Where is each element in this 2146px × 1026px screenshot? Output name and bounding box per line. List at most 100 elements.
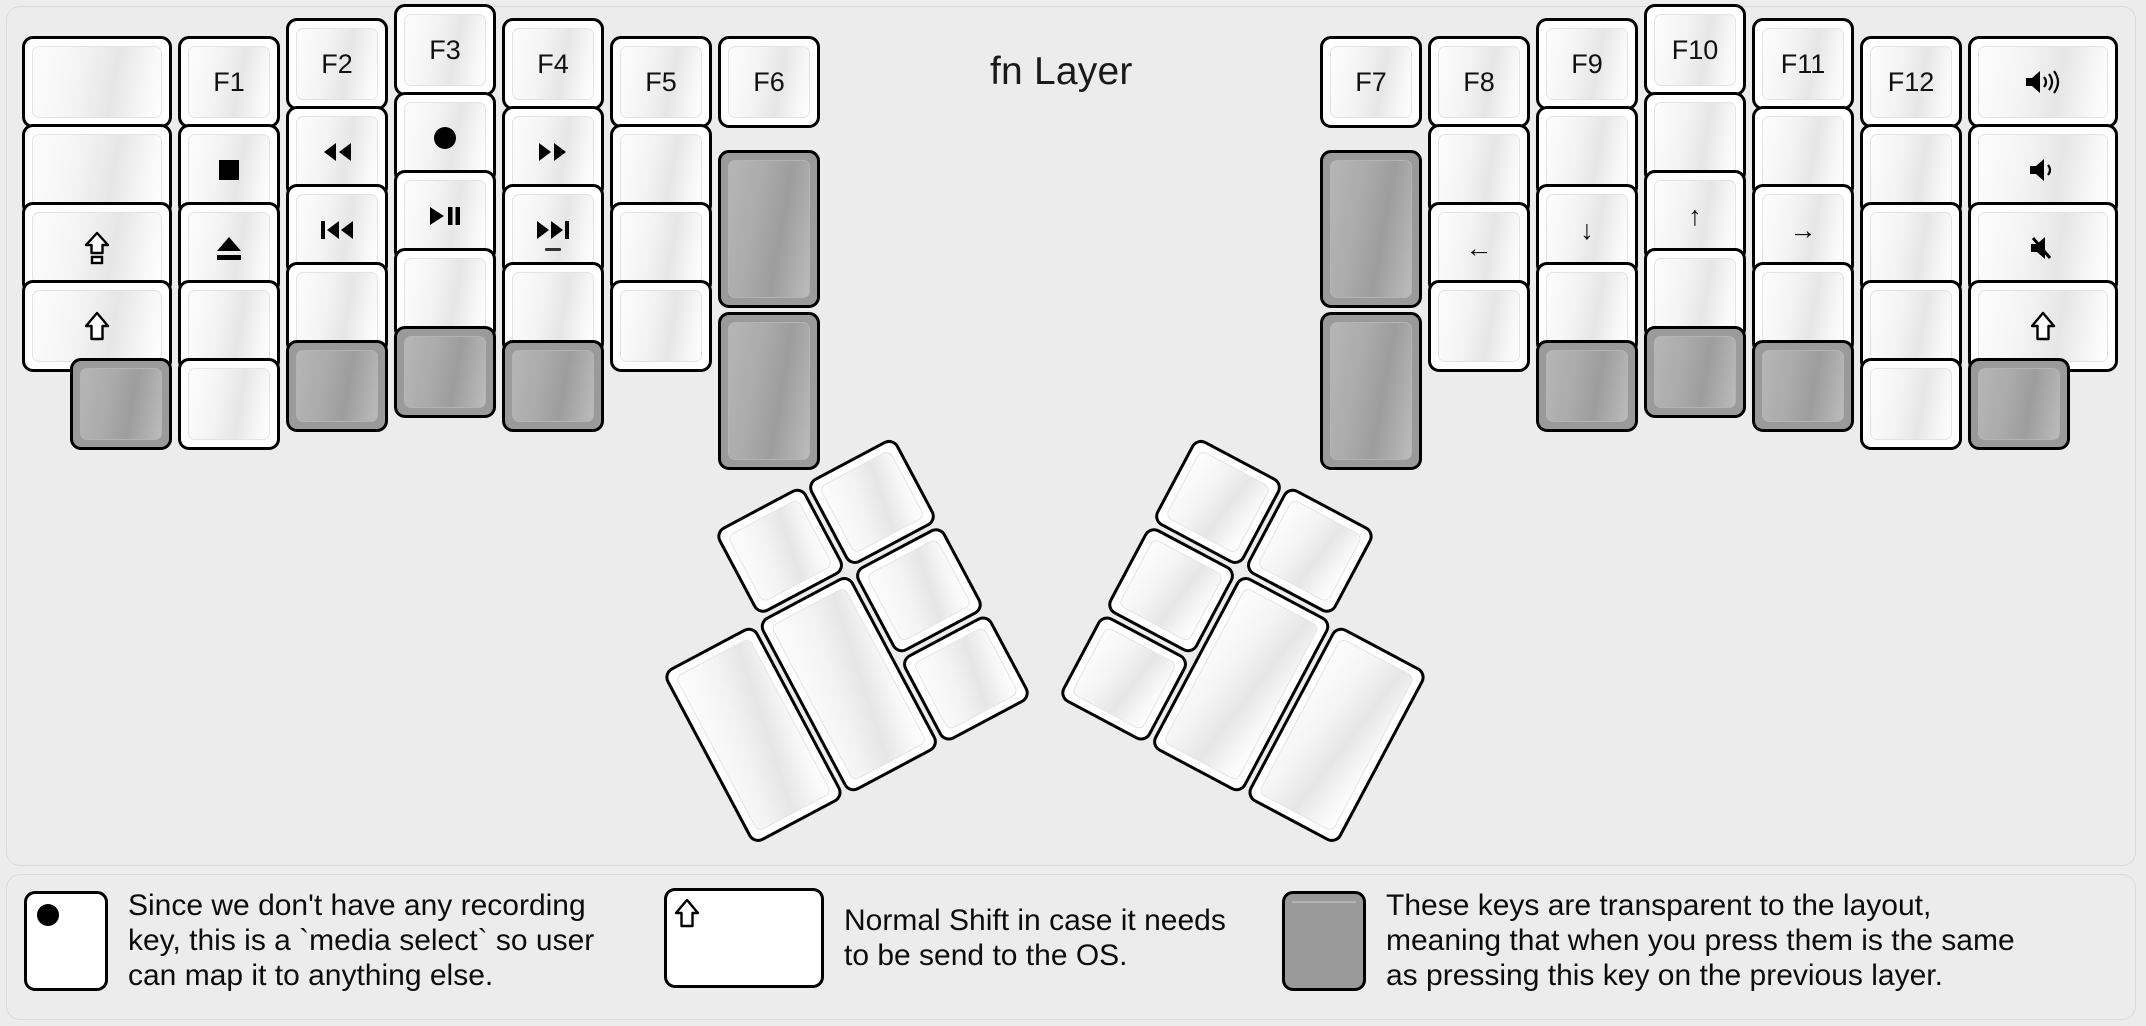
- keycap-face: [296, 350, 378, 422]
- legend-item-shift: Normal Shift in case it needs to be send…: [664, 888, 1226, 988]
- key-right-c4-r1[interactable]: [1752, 106, 1854, 198]
- key-right-c6-r0-volume-up[interactable]: [1968, 36, 2118, 128]
- keycap-face: [32, 134, 162, 206]
- key-right-c2-r3[interactable]: [1536, 262, 1638, 354]
- key-right-c3-r0-f10[interactable]: F10: [1644, 4, 1746, 96]
- key-left-c6-r1-transparent[interactable]: [718, 150, 820, 308]
- key-right-c0-r2-transparent[interactable]: [1320, 312, 1422, 470]
- keycap-face: [1870, 368, 1952, 440]
- keycap-face: [1438, 290, 1520, 362]
- keycap-face: [1978, 46, 2108, 118]
- legend-key-shift[interactable]: [664, 888, 824, 988]
- keycap-face: [512, 116, 594, 188]
- legend-item-transparent: These keys are transparent to the layout…: [1282, 888, 2015, 993]
- key-right-c6-r2-volume-mute[interactable]: [1968, 202, 2118, 294]
- media-record-icon: [37, 903, 59, 926]
- keycap-face: [512, 272, 594, 344]
- key-left-c5-r2[interactable]: [610, 202, 712, 294]
- legend-text-shift: Normal Shift in case it needs to be send…: [844, 903, 1226, 972]
- key-right-c1-r2-arrow-left[interactable]: ←: [1428, 202, 1530, 294]
- legend-key-record[interactable]: [24, 890, 108, 991]
- keycap-face: [32, 212, 162, 284]
- key-left-c3-r0-f3[interactable]: F3: [394, 4, 496, 96]
- keycap-face: [674, 898, 814, 928]
- keycap-face: [1330, 322, 1412, 460]
- key-right-c2-r0-f9[interactable]: F9: [1536, 18, 1638, 110]
- keycap-face: [620, 290, 702, 362]
- key-right-c4-r4-transparent[interactable]: [1752, 340, 1854, 432]
- key-right-c4-r3[interactable]: [1752, 262, 1854, 354]
- key-right-c1-r1[interactable]: [1428, 124, 1530, 216]
- arrow-right-icon: →: [1762, 194, 1844, 266]
- key-right-c3-r3[interactable]: [1644, 248, 1746, 340]
- key-left-c2-r4-transparent[interactable]: [286, 340, 388, 432]
- keycap-label: F9: [1546, 28, 1628, 100]
- keycap-face: [1762, 350, 1844, 422]
- key-left-c0-r4-transparent[interactable]: [70, 358, 172, 450]
- key-left-c3-r1-record[interactable]: [394, 92, 496, 184]
- volume-up-icon: [2026, 70, 2060, 94]
- key-right-c5-r2[interactable]: [1860, 202, 1962, 294]
- key-right-c4-r0-f11[interactable]: F11: [1752, 18, 1854, 110]
- keycap-face: [404, 258, 486, 330]
- key-left-c1-r1-stop[interactable]: [178, 124, 280, 216]
- key-left-c2-r2-prev-track[interactable]: [286, 184, 388, 276]
- key-left-c0-r0[interactable]: [22, 36, 172, 128]
- key-right-c2-r4-transparent[interactable]: [1536, 340, 1638, 432]
- page-title: fn Layer: [990, 50, 1133, 93]
- key-left-c6-r0-f6[interactable]: F6: [718, 36, 820, 128]
- key-right-c1-r0-f8[interactable]: F8: [1428, 36, 1530, 128]
- key-right-c3-r4-transparent[interactable]: [1644, 326, 1746, 418]
- keycap-label: F11: [1762, 28, 1844, 100]
- key-left-c4-r3[interactable]: [502, 262, 604, 354]
- key-left-c0-r2-capslock[interactable]: [22, 202, 172, 294]
- volume-down-icon: [2030, 159, 2052, 181]
- keycap-face: [296, 194, 378, 266]
- keycap-face: [404, 336, 486, 408]
- key-right-c4-r2-arrow-right[interactable]: →: [1752, 184, 1854, 276]
- keycap-label: F1: [188, 46, 270, 118]
- key-left-c6-r2-transparent[interactable]: [718, 312, 820, 470]
- caps-lock-icon: [84, 231, 110, 265]
- key-left-c2-r3[interactable]: [286, 262, 388, 354]
- keycap-face: [1762, 116, 1844, 188]
- keycap-face: [728, 322, 810, 460]
- keycap-face: [1330, 160, 1412, 298]
- arrow-up-icon: ↑: [1654, 180, 1736, 252]
- key-right-c1-r3[interactable]: [1428, 280, 1530, 372]
- legend-key-transparent[interactable]: [1282, 890, 1366, 991]
- key-left-c2-r0-f2[interactable]: F2: [286, 18, 388, 110]
- keycap-face: [1546, 350, 1628, 422]
- key-left-c5-r3[interactable]: [610, 280, 712, 372]
- key-left-c0-r3-shift[interactable]: [22, 280, 172, 372]
- key-right-c5-r4[interactable]: [1860, 358, 1962, 450]
- key-left-c1-r3[interactable]: [178, 280, 280, 372]
- keycap-face: [34, 901, 98, 929]
- key-right-c6-r4-transparent[interactable]: [1968, 358, 2070, 450]
- key-left-c1-r4[interactable]: [178, 358, 280, 450]
- keycap-face: [512, 194, 594, 266]
- key-left-c4-r1-fast-forward[interactable]: [502, 106, 604, 198]
- key-right-c2-r1[interactable]: [1536, 106, 1638, 198]
- key-left-c5-r0-f5[interactable]: F5: [610, 36, 712, 128]
- key-left-c1-r0-f1[interactable]: F1: [178, 36, 280, 128]
- keycap-face: [512, 350, 594, 422]
- key-right-c6-r1-volume-down[interactable]: [1968, 124, 2118, 216]
- keycap-label: F5: [620, 46, 702, 118]
- key-right-c6-r3-shift[interactable]: [1968, 280, 2118, 372]
- key-right-c5-r0-f12[interactable]: F12: [1860, 36, 1962, 128]
- keycap-face: [1978, 368, 2060, 440]
- key-right-c0-r1-transparent[interactable]: [1320, 150, 1422, 308]
- key-right-c3-r1[interactable]: [1644, 92, 1746, 184]
- key-left-c4-r4-transparent[interactable]: [502, 340, 604, 432]
- keycap-face: [728, 160, 810, 298]
- key-left-c4-r0-f4[interactable]: F4: [502, 18, 604, 110]
- keycap-face: [620, 212, 702, 284]
- key-left-c3-r4-transparent[interactable]: [394, 326, 496, 418]
- key-right-c0-r0-f7[interactable]: F7: [1320, 36, 1422, 128]
- keycap-face: [1546, 116, 1628, 188]
- keycap-face: [620, 134, 702, 206]
- media-eject-icon: [217, 237, 241, 260]
- keycap-sub-dash: [545, 248, 561, 251]
- keycap-face: [1870, 134, 1952, 206]
